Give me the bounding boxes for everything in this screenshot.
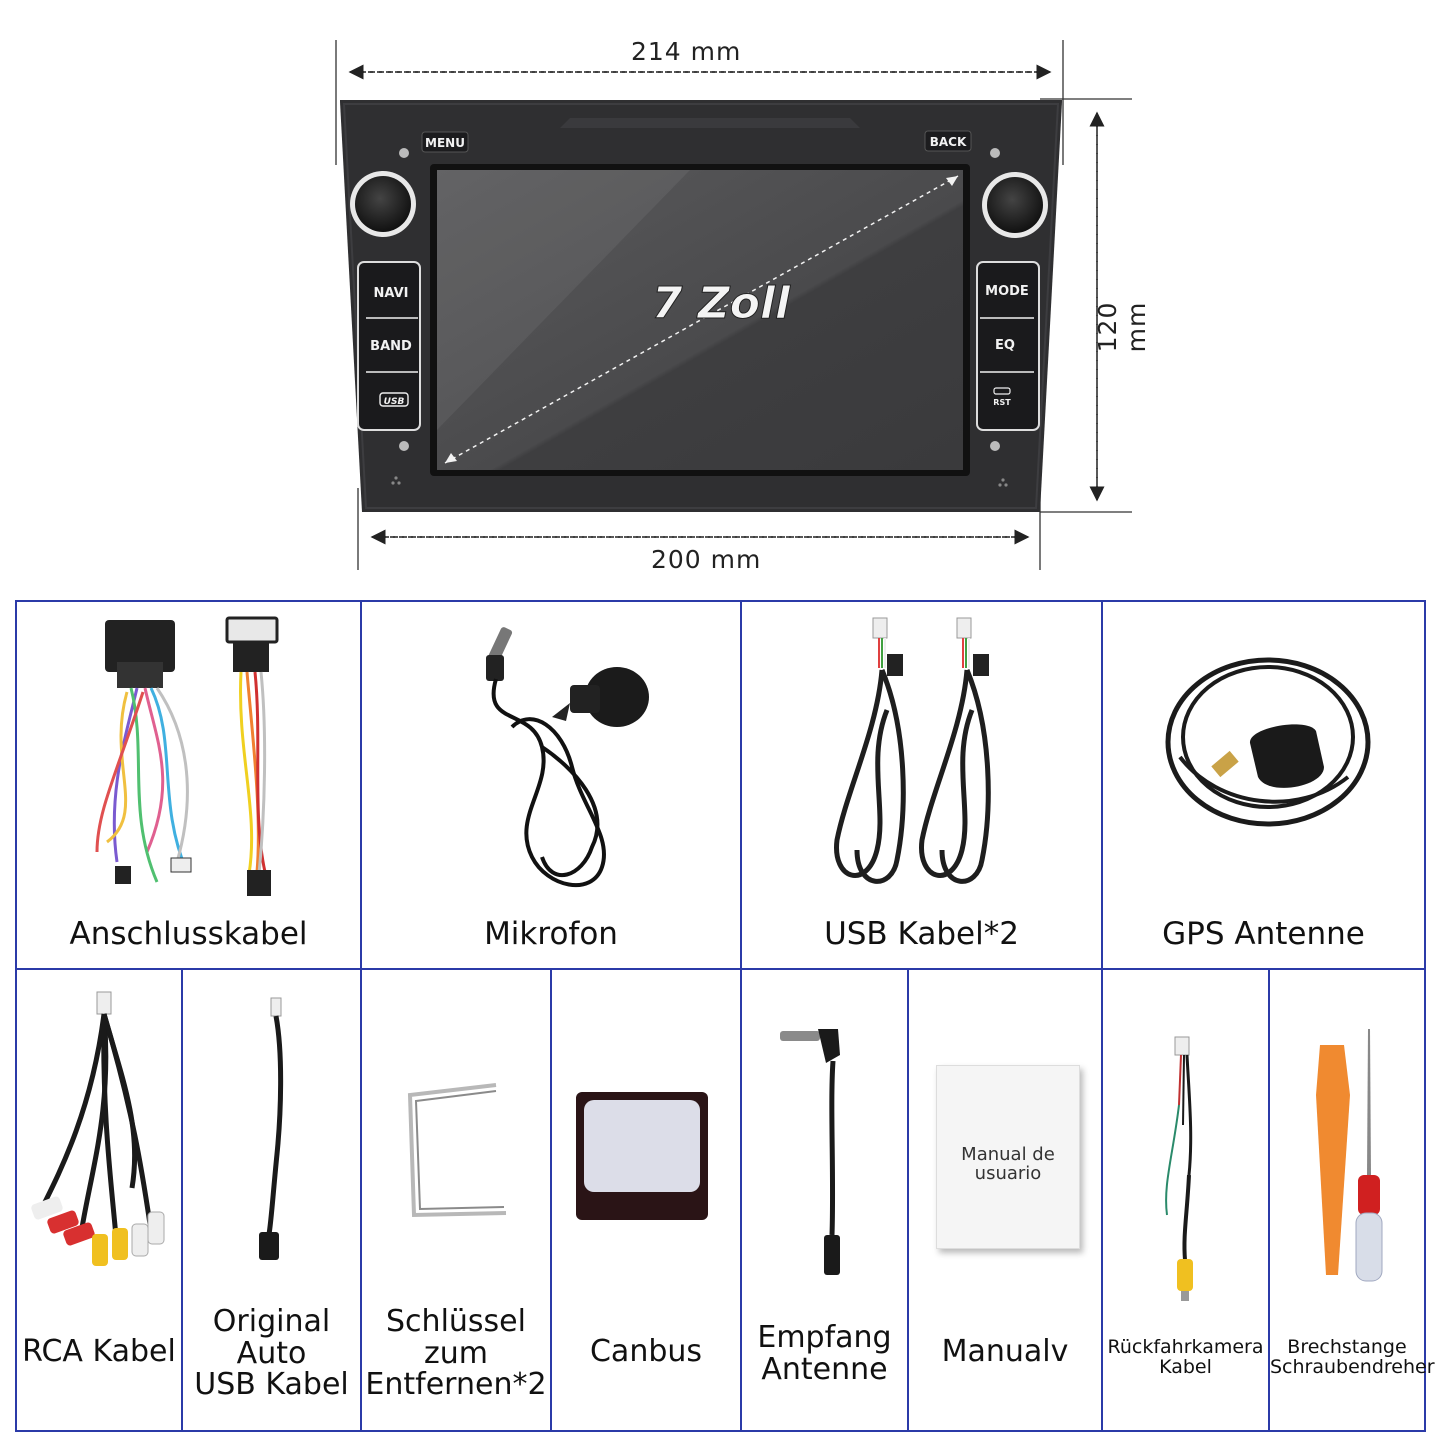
accessory-cell-tools: Brechstange Schraubendreher <box>1270 970 1435 1430</box>
accessory-cell-manual: Manual de usuario Manualv <box>909 970 1101 1430</box>
pry-tool-screwdriver-icon <box>1316 1029 1383 1282</box>
accessory-label: Canbus <box>589 1334 703 1369</box>
navi-label: NAVI <box>374 286 409 301</box>
accessory-label-multiline: Empfang Antenne <box>742 1322 907 1385</box>
label-line: zum <box>424 1335 488 1371</box>
accessory-cell-camera-cable: Rückfahrkamera Kabel <box>1103 970 1268 1430</box>
device-dimension-drawing: MENU BACK NAVI BAND USB MODE EQ RST <box>335 40 1132 570</box>
eq-label: EQ <box>995 338 1015 353</box>
gps-antenna-icon <box>1165 657 1371 827</box>
width-bottom-label: 200 mm <box>651 545 762 574</box>
accessory-cell-usb-adapter: Original Auto USB Kabel <box>183 970 360 1430</box>
menu-button[interactable] <box>421 131 469 153</box>
label-line: Kabel <box>1159 1355 1212 1378</box>
accessory-cell-radio-antenna: Empfang Antenne <box>742 970 907 1430</box>
screen-size-label: 7 Zoll <box>652 278 791 329</box>
accessory-cell-rca-cable: RCA Kabel <box>17 970 181 1430</box>
label-line: Schraubendreher <box>1270 1355 1435 1378</box>
reset-button[interactable]: RST <box>993 387 1011 407</box>
label-line: Brechstange <box>1287 1336 1407 1358</box>
volume-knob-right[interactable] <box>982 172 1048 238</box>
wiring-harness-icon <box>95 616 279 896</box>
label-line: Original <box>212 1304 331 1339</box>
panel-screws <box>399 148 1000 451</box>
accessory-label: Manualv <box>941 1334 1069 1369</box>
label-line: Entfernen*2 <box>365 1367 547 1402</box>
canbus-box-icon <box>576 1092 708 1220</box>
label-line: Antenne <box>761 1351 888 1387</box>
accessory-label-multiline: Brechstange Schraubendreher <box>1270 1336 1435 1378</box>
menu-button-label: MENU <box>425 136 465 150</box>
back-button[interactable] <box>924 130 972 152</box>
accessory-cell-wiring-harness: Anschlusskabel <box>17 602 360 968</box>
accessory-label-multiline: Original Auto USB Kabel <box>183 1306 360 1401</box>
accessory-cell-canbus: Canbus <box>552 970 740 1430</box>
width-top-label: 214 mm <box>631 37 742 66</box>
label-line: Auto <box>236 1335 307 1371</box>
manual-line: usuario <box>974 1162 1042 1184</box>
back-button-label: BACK <box>930 135 967 149</box>
label-line: Schlüssel <box>386 1304 526 1339</box>
camera-cable-icon <box>1165 1036 1193 1301</box>
radio-antenna-icon <box>780 1029 840 1275</box>
label-line: Rückfahrkamera <box>1107 1336 1264 1358</box>
usb-cable-icon <box>834 617 991 884</box>
accessory-label: USB Kabel*2 <box>824 916 1019 952</box>
manual-line: Manual de <box>961 1144 1055 1165</box>
label-line: Empfang <box>757 1320 892 1355</box>
band-label: BAND <box>370 339 412 354</box>
microphone-icon <box>486 627 649 887</box>
accessory-cell-gps-antenna: GPS Antenne <box>1103 602 1424 968</box>
accessory-label: Anschlusskabel <box>69 916 308 952</box>
accessory-cell-removal-keys: Schlüssel zum Entfernen*2 <box>362 970 550 1430</box>
usb-label: USB <box>384 397 405 407</box>
mode-label: MODE <box>985 284 1029 299</box>
diagonal-arrow <box>444 175 959 464</box>
accessory-label-multiline: Rückfahrkamera Kabel <box>1103 1336 1268 1378</box>
removal-key-icon <box>407 1083 507 1218</box>
accessory-label: Mikrofon <box>484 916 618 952</box>
accessory-label: GPS Antenne <box>1162 916 1365 952</box>
usb-port[interactable]: USB <box>379 392 409 407</box>
accessory-label-multiline: Schlüssel zum Entfernen*2 <box>362 1306 550 1401</box>
manual-cover-text: Manual de usuario <box>937 1144 1079 1184</box>
accessory-label: RCA Kabel <box>22 1334 176 1369</box>
volume-knob-left[interactable] <box>350 171 416 237</box>
manual-icon: Manual de usuario <box>936 1065 1080 1249</box>
accessory-cell-usb-cables: USB Kabel*2 <box>742 602 1101 968</box>
rca-cable-icon <box>31 991 165 1266</box>
accessory-cell-microphone: Mikrofon <box>362 602 740 968</box>
rst-label: RST <box>993 398 1011 407</box>
label-line: USB Kabel <box>194 1367 349 1402</box>
usb-adapter-cable-icon <box>259 997 284 1260</box>
touch-screen[interactable] <box>437 170 963 470</box>
